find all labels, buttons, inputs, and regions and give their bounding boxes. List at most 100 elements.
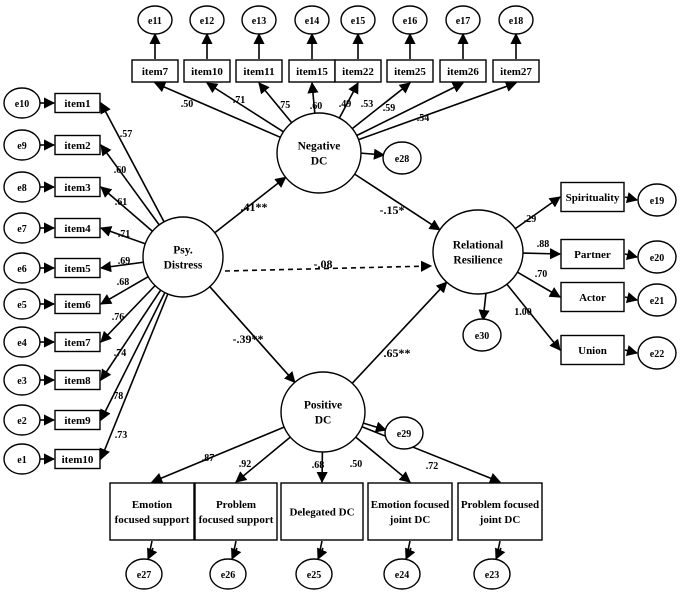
- residual-path: [358, 148, 386, 160]
- latent-distress: [142, 216, 224, 298]
- indicator-box: [183, 59, 231, 83]
- residual-circle: [382, 141, 422, 175]
- structural-paths: [209, 148, 490, 433]
- error-circle: [3, 171, 41, 203]
- loading-path: [258, 82, 293, 124]
- indicator-label: item4: [64, 223, 91, 235]
- residual-circle: [462, 318, 502, 352]
- error-label: e10: [15, 99, 29, 110]
- error-circle: [125, 558, 163, 590]
- latent-positive: [280, 371, 366, 453]
- indicator-box: [54, 448, 101, 470]
- error-label: e11: [148, 16, 162, 27]
- loading-path: [100, 102, 165, 223]
- error-circle: [3, 252, 41, 284]
- indicator-box: [54, 369, 101, 391]
- indicator-box: [560, 238, 625, 270]
- indicator-label-line: joint DC: [389, 514, 431, 526]
- loading-path: [150, 426, 285, 484]
- indicator-label: item2: [64, 140, 91, 152]
- latent-label-distress: Psy. Distress: [164, 245, 203, 272]
- latent-label-distress-line: Distress: [164, 260, 203, 272]
- error-path: [317, 547, 328, 561]
- error-circle: [3, 364, 41, 396]
- error-label: e22: [650, 349, 664, 360]
- loading-value: .49: [339, 99, 352, 110]
- loading-path: [100, 285, 156, 343]
- indicator-label: item3: [64, 182, 91, 194]
- indicator-label: Actor: [579, 292, 606, 304]
- loading-path: [100, 144, 160, 226]
- error-label: e23: [485, 570, 499, 581]
- indicator-box: [492, 59, 540, 83]
- indicator-label: item1: [64, 98, 90, 110]
- indicator-label: item8: [64, 375, 91, 387]
- indicator-box: [54, 134, 101, 156]
- error-label: e24: [395, 570, 409, 581]
- path-distress-positive: [209, 286, 296, 384]
- indicator-label: item22: [342, 66, 374, 78]
- indicator-label: item5: [64, 263, 91, 275]
- indicator-label: Spirituality: [566, 192, 620, 204]
- loading-path: [356, 82, 465, 137]
- error-path: [624, 249, 639, 260]
- indicator-box: [109, 482, 195, 541]
- error-label: e16: [403, 16, 417, 27]
- error-circle: [3, 443, 41, 475]
- error-label: e5: [17, 300, 26, 311]
- loading-value: .92: [239, 459, 252, 470]
- path-positive-resilience: [351, 281, 448, 384]
- error-circle: [241, 5, 277, 35]
- indicator-box: [131, 59, 179, 83]
- loading-value: .72: [426, 461, 439, 472]
- error-circle: [3, 212, 41, 244]
- residual-label: e28: [395, 154, 409, 165]
- path-coefficient: .41**: [241, 200, 268, 214]
- error-label: e14: [305, 16, 319, 27]
- latent-label-negative-line: DC: [311, 156, 328, 168]
- coefficient-labels: .57.60.61.71.69.68.76.74.78.73.50.71.75.…: [111, 95, 550, 472]
- error-label: e18: [509, 16, 523, 27]
- error-label: e20: [650, 253, 664, 264]
- residual-label: e30: [475, 331, 489, 342]
- indicator-box: [560, 181, 625, 213]
- latent-negative: [276, 112, 362, 194]
- indicator-box: [560, 334, 625, 366]
- error-label: e7: [17, 224, 26, 235]
- indicator-label-line: Emotion focused: [371, 499, 450, 511]
- error-label: e9: [17, 141, 26, 152]
- path-coefficient: .65**: [384, 346, 411, 360]
- indicator-box: [235, 59, 283, 83]
- path-coefficient: -.08: [314, 257, 333, 271]
- latent-label-distress-line: Psy.: [173, 245, 193, 257]
- loading-path: [99, 293, 169, 461]
- path-distress-resilience: [224, 260, 433, 272]
- indicator-box: [54, 176, 101, 198]
- indicator-label: item10: [191, 66, 223, 78]
- indicator-label: Delegated DC: [289, 507, 354, 519]
- indicator-box: [367, 482, 453, 541]
- loading-value: .71: [233, 95, 246, 106]
- error-path: [624, 292, 639, 303]
- indicator-label: item7: [142, 66, 169, 78]
- path-coefficient: -.15*: [380, 203, 405, 217]
- loading-value: .53: [361, 99, 374, 110]
- error-path: [495, 547, 506, 561]
- indicator-label: item6: [64, 299, 91, 311]
- loading-value: .57: [120, 129, 133, 140]
- indicator-label: item26: [447, 66, 479, 78]
- error-path: [147, 547, 158, 561]
- indicator-box: [560, 281, 625, 313]
- indicator-label-line: focused support: [115, 514, 190, 526]
- loading-path: [517, 271, 561, 298]
- loading-path: [100, 289, 162, 381]
- error-label: e8: [17, 183, 26, 194]
- indicator-box: [280, 482, 364, 541]
- error-circle: [498, 5, 534, 35]
- error-circle: [137, 5, 173, 35]
- loading-path: [153, 81, 281, 139]
